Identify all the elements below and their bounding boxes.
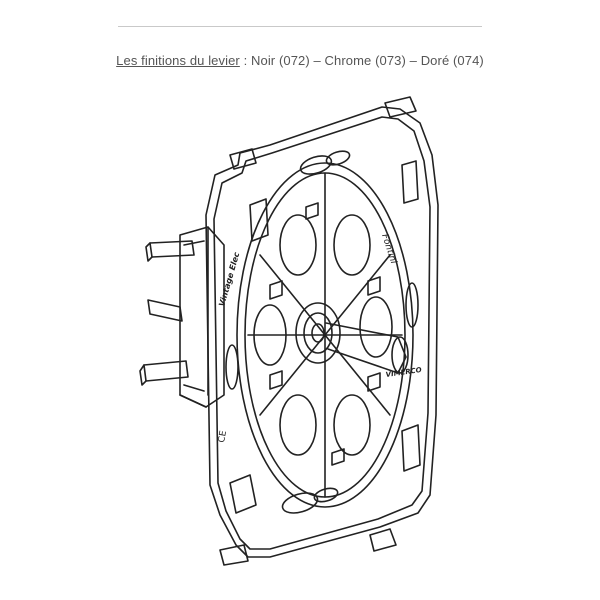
finish-caption: Les finitions du levier : Noir (072) – C… (0, 53, 600, 68)
top-divider (118, 26, 482, 27)
caption-lead: Les finitions du levier (116, 53, 240, 68)
mounting-frame (205, 96, 439, 566)
caption-rest: : Noir (072) – Chrome (073) – Doré (074) (239, 53, 484, 68)
brand-top-label: Fontini (379, 233, 398, 266)
switch-body (236, 162, 414, 508)
terminal-pins (139, 240, 195, 386)
brand-right-label: VIMERCO (385, 366, 422, 379)
brand-left-label: Vintage Elec (217, 251, 241, 308)
switch-mechanism-illustration: Fontini Vintage Elec VIMERCO CE (139, 96, 439, 566)
toggle-lever (295, 302, 409, 374)
switch-housing (179, 226, 225, 408)
ce-mark: CE (217, 430, 229, 444)
